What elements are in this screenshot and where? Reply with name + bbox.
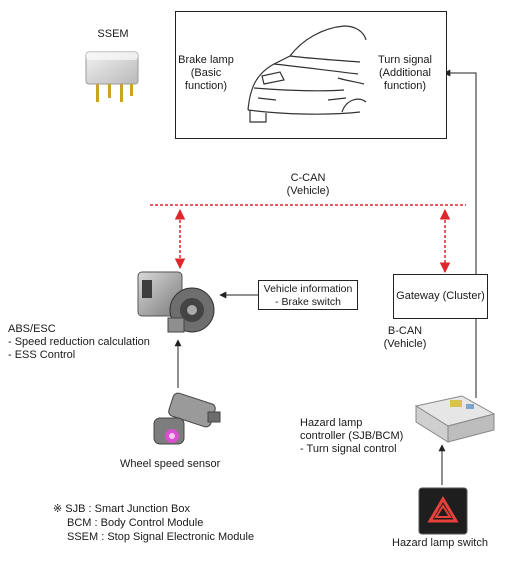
car-rear-illustration	[247, 25, 367, 123]
hazard-controller-image	[414, 395, 496, 443]
abs-esc-description: ABS/ESC - Speed reduction calculation - …	[8, 323, 150, 361]
wheel-speed-sensor-label: Wheel speed sensor	[120, 458, 221, 470]
vehicle-info-title: Vehicle information	[263, 283, 353, 295]
footnote-sjb: ※ SJB : Smart Junction Box	[53, 503, 190, 515]
hazard-controller-label: Hazard lamp controller (SJB/BCM) - Turn …	[300, 417, 404, 455]
vehicle-box: Brake lamp (Basic function) Turn signal …	[175, 11, 447, 139]
ssem-relay-image	[85, 51, 139, 102]
wheel-speed-sensor-image	[153, 392, 221, 445]
footnote: ※ SJB : Smart Junction Box BCM : Body Co…	[53, 502, 254, 544]
footnote-bcm: BCM : Body Control Module	[67, 517, 204, 529]
b-can-label: B-CAN (Vehicle)	[383, 325, 427, 350]
vehicle-info-box: Vehicle information - Brake switch	[258, 280, 358, 310]
b-can-route-line	[443, 69, 477, 398]
gateway-box: Gateway (Cluster)	[393, 274, 488, 319]
brake-lamp-label: Brake lamp (Basic function)	[178, 54, 234, 92]
footnote-ssem: SSEM : Stop Signal Electronic Module	[67, 531, 255, 543]
hazard-switch-label: Hazard lamp switch	[392, 537, 488, 549]
abs-module-image	[137, 271, 215, 333]
c-can-label: C-CAN (Vehicle)	[286, 172, 330, 197]
turn-signal-label: Turn signal (Additional function)	[377, 54, 432, 92]
ssem-label: SSEM	[97, 28, 129, 40]
brake-switch-label: - Brake switch	[275, 295, 341, 308]
hazard-switch-image	[418, 487, 468, 535]
